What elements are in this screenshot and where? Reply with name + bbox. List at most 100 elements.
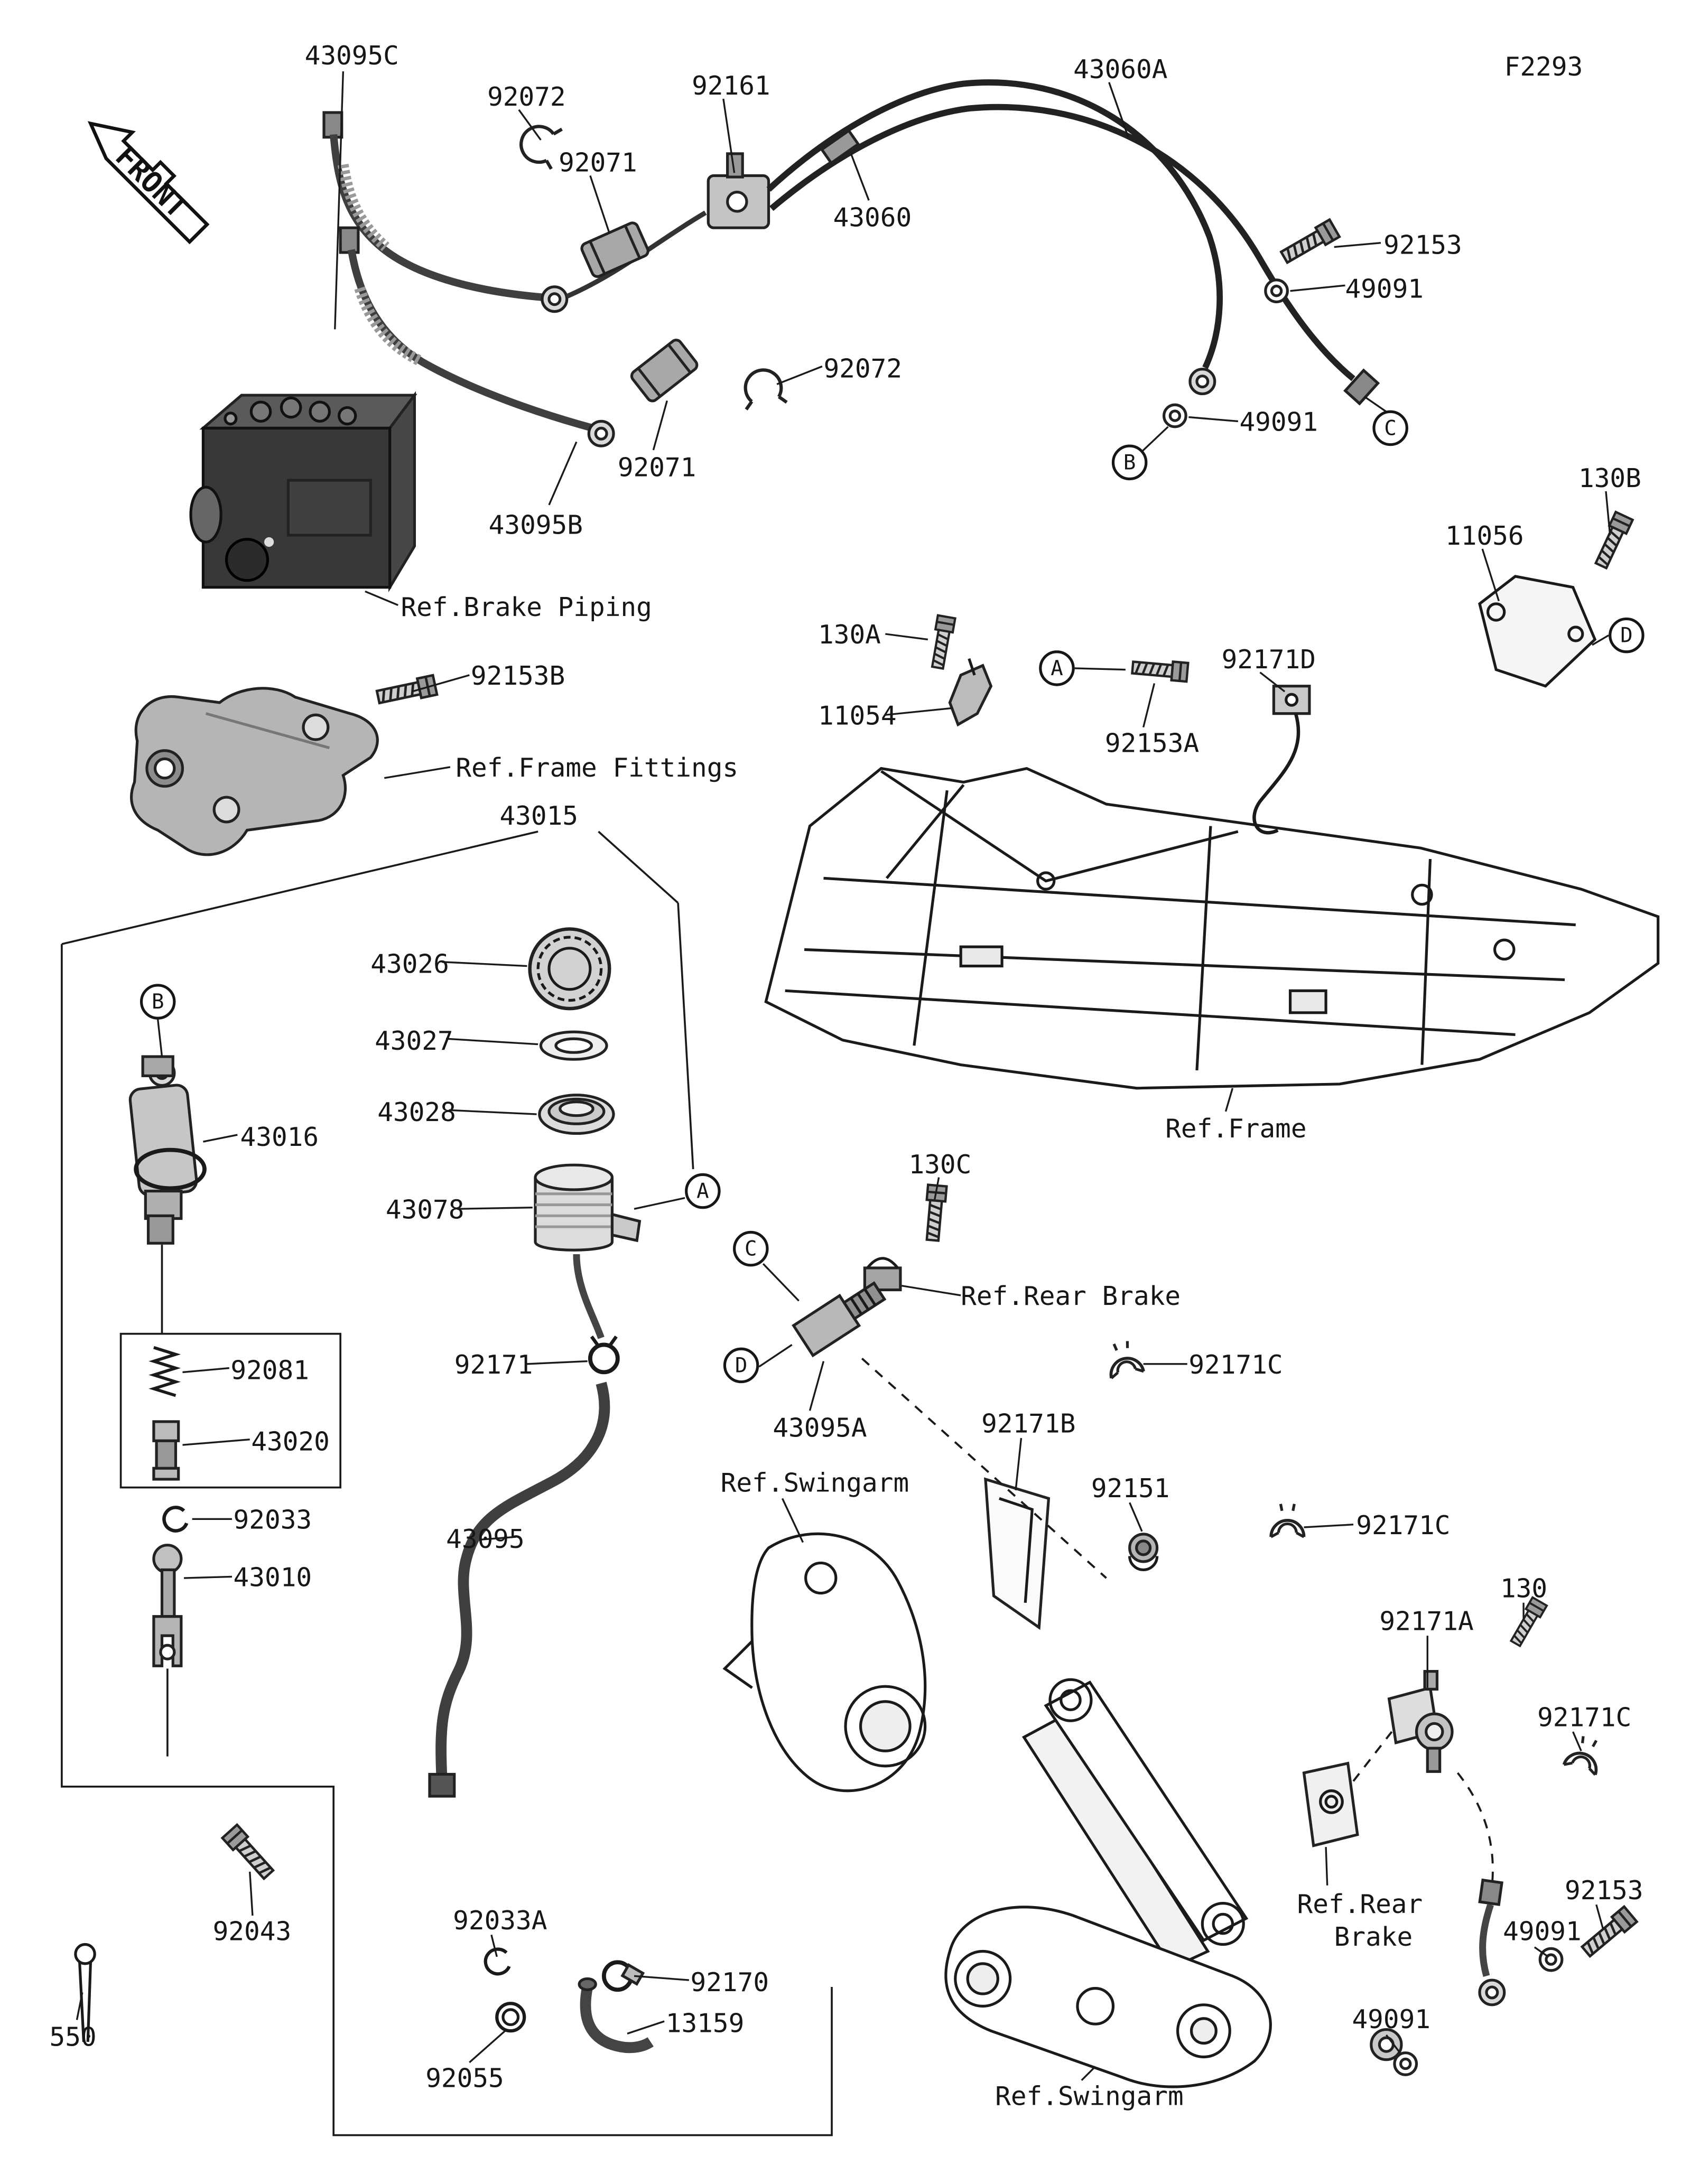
part-label: 43027	[375, 1026, 453, 1057]
diaphragm-43028	[538, 1094, 615, 1135]
callout-circle-d: D	[723, 1347, 759, 1384]
callout-circle-d: D	[1609, 617, 1644, 654]
circlip-92033	[162, 1506, 189, 1533]
callout-circle-a: A	[685, 1173, 721, 1209]
ref-label: Brake	[1334, 1922, 1413, 1953]
callout-circle-c: C	[1372, 410, 1408, 446]
part-label: 43095C	[304, 41, 399, 72]
part-label: 43015	[499, 801, 579, 832]
part-label: 92153A	[1104, 729, 1200, 759]
ref-label: Ref.Swingarm	[720, 1468, 909, 1499]
cap-plate-43027	[539, 1030, 608, 1061]
leader-lines	[76, 71, 1611, 2081]
ref-label: Ref.Frame	[1165, 1114, 1307, 1145]
part-label: 130A	[818, 620, 881, 651]
frame-fittings-bracket	[130, 687, 379, 856]
bolt-92153-top	[1279, 220, 1340, 266]
hose-guard-92171b	[984, 1477, 1051, 1630]
elbow-hose-13159	[578, 1977, 654, 2054]
part-label: 43028	[377, 1097, 456, 1128]
callout-circle-b: B	[140, 984, 176, 1020]
washer-49091-mid	[1164, 405, 1186, 427]
ref-label: Ref.Rear	[1297, 1889, 1423, 1920]
washer-49091-top	[1266, 280, 1288, 302]
brake-pipes-43060	[766, 79, 1380, 406]
reservoir-43078	[534, 1163, 642, 1339]
bottom-hose	[1456, 1772, 1504, 2005]
bolt-130a	[929, 615, 955, 669]
oring-92055	[495, 2002, 526, 2033]
push-rod-43010	[152, 1544, 183, 1667]
callout-circle-c: C	[733, 1230, 769, 1267]
part-label: 130B	[1578, 463, 1641, 494]
part-label: 49091	[1352, 2004, 1431, 2035]
pipe-joint-92161	[707, 152, 770, 229]
reservoir-hose-43095	[428, 1382, 610, 1798]
part-label: 92171C	[1356, 1510, 1451, 1541]
front-arrow: FRONT	[87, 121, 210, 245]
part-label: 130C	[908, 1150, 972, 1180]
rear-brake-bracket	[1302, 1761, 1359, 1847]
part-label: 43010	[233, 1563, 312, 1593]
piston-43020	[152, 1420, 180, 1481]
washer-49091-bottom-a	[1540, 1948, 1562, 1971]
brake-hose-43095c	[322, 111, 707, 312]
ref-label: Ref.Rear Brake	[961, 1281, 1181, 1312]
part-label: 92171C	[1188, 1350, 1283, 1380]
part-label: 92161	[692, 71, 770, 102]
bolt-130	[1507, 1596, 1548, 1649]
part-label: 92171C	[1537, 1703, 1632, 1733]
part-label: 92071	[617, 453, 696, 483]
part-label: 92071	[559, 148, 637, 179]
callout-circle-b: B	[1111, 444, 1148, 481]
hose-union-43095a	[792, 1281, 887, 1358]
part-label: 92043	[212, 1917, 292, 1947]
hose-clamp-92171	[588, 1335, 620, 1375]
spring-92081	[148, 1346, 181, 1397]
band-clip-92072-b	[740, 367, 787, 409]
part-label: 43095A	[773, 1413, 867, 1444]
part-label: 92171A	[1379, 1607, 1474, 1637]
part-label: 92151	[1091, 1473, 1170, 1504]
harness-clamp-92171d	[1252, 685, 1311, 835]
part-label: 92171	[454, 1350, 533, 1380]
abs-unit	[189, 391, 417, 593]
master-cylinder-43016	[128, 1055, 207, 1245]
part-label: 49091	[1239, 407, 1318, 438]
bolt-92153b	[376, 675, 437, 706]
part-label: 92153	[1565, 1875, 1643, 1906]
pipe-clamp-block	[863, 1257, 902, 1292]
part-label: 92055	[425, 2064, 504, 2094]
part-label: 92081	[230, 1356, 309, 1386]
reservoir-cap-43026	[528, 927, 611, 1011]
bolt-92153a	[1132, 658, 1188, 682]
pipe-clip-92171c-a	[1104, 1339, 1144, 1378]
snap-ring-92033a	[484, 1947, 511, 1976]
torque-arm	[1021, 1678, 1249, 1970]
ref-label: Ref.Swingarm	[995, 2082, 1184, 2112]
pipe-clip-92171c-c	[1564, 1733, 1606, 1775]
bolt-92153-bottom	[1579, 1907, 1637, 1959]
group-boundary-lines	[61, 830, 833, 2136]
part-label: 92171B	[981, 1409, 1076, 1440]
part-label: 130	[1500, 1574, 1548, 1604]
part-label: 92153	[1383, 230, 1462, 261]
bolt-130b	[1593, 512, 1633, 570]
part-label: 43060A	[1073, 54, 1168, 86]
part-label: 92072	[487, 82, 566, 113]
part-label: 43060	[833, 203, 912, 234]
part-label: 43020	[251, 1427, 330, 1458]
nut-92151	[1128, 1533, 1159, 1572]
ref-label: Ref.Brake Piping	[401, 593, 652, 623]
part-label: 13159	[665, 2009, 745, 2039]
part-label: 49091	[1345, 274, 1424, 305]
ref-label: Ref.Frame Fittings	[456, 753, 739, 784]
part-label: 43095B	[488, 510, 583, 541]
bracket-11054	[948, 658, 993, 727]
part-label: 43026	[370, 949, 449, 980]
suspension-link	[944, 1906, 1272, 2088]
cotter-pin-550	[74, 1943, 96, 2042]
part-label: 43016	[240, 1122, 319, 1153]
